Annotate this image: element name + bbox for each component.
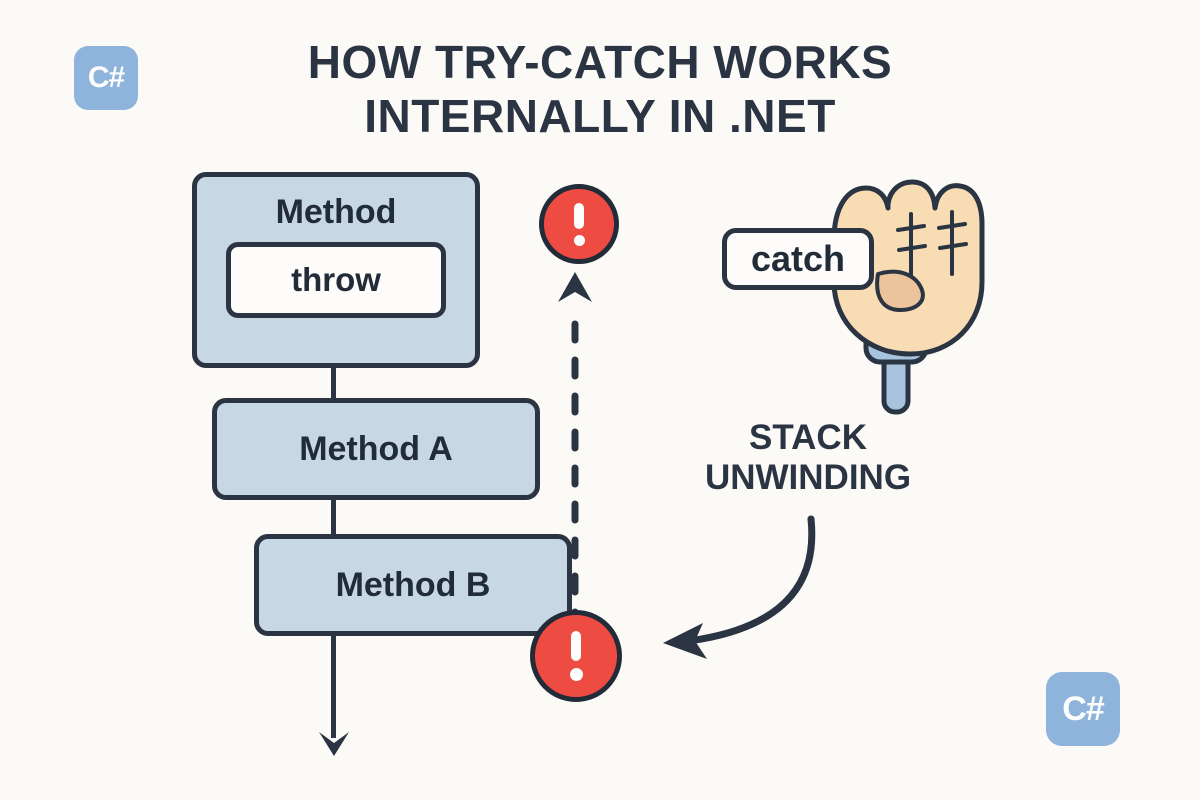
csharp-badge-label: C# (1062, 689, 1104, 728)
exclamation-bar-icon (574, 202, 584, 229)
stack-frame-method-a: Method A (212, 398, 540, 500)
exception-marker-bottom (530, 610, 622, 702)
connector-b-downward (331, 630, 336, 738)
connector-a-to-b (331, 494, 336, 542)
title-line-2: INTERNALLY IN .NET (364, 89, 836, 142)
stack-frame-method-b: Method B (254, 534, 572, 636)
stack-unwinding-caption: STACK UNWINDING (672, 418, 944, 499)
throw-statement-box: throw (226, 242, 446, 318)
csharp-badge-label: C# (87, 61, 125, 94)
csharp-logo-badge-top-left: C# (74, 46, 138, 110)
stack-unwinding-dashed-arrow-icon (558, 272, 592, 628)
connector-method-to-a (331, 362, 336, 406)
stack-unwinding-line-2: UNWINDING (704, 458, 912, 498)
exclamation-dot-icon (569, 668, 583, 681)
stack-frame-method-label: Method (275, 193, 397, 231)
unwinding-curved-arrow-icon (663, 515, 816, 659)
exclamation-bar-icon (571, 631, 581, 661)
exception-marker-top (539, 184, 619, 264)
stack-unwinding-line-1: STACK (749, 418, 867, 457)
stack-frame-method-a-label: Method A (299, 429, 453, 468)
catch-keyword-label: catch (722, 228, 874, 290)
exclamation-dot-icon (573, 234, 585, 246)
call-flow-arrow-head-icon (319, 732, 349, 756)
title-line-1: HOW TRY-CATCH WORKS (307, 36, 893, 88)
catch-mitt-icon (831, 179, 985, 415)
stack-frame-method-b-label: Method B (335, 565, 491, 604)
csharp-logo-badge-bottom-right: C# (1046, 672, 1120, 746)
stack-frame-method: Method throw (192, 172, 480, 368)
page-title: HOW TRY-CATCH WORKS INTERNALLY IN .NET (0, 36, 1200, 144)
